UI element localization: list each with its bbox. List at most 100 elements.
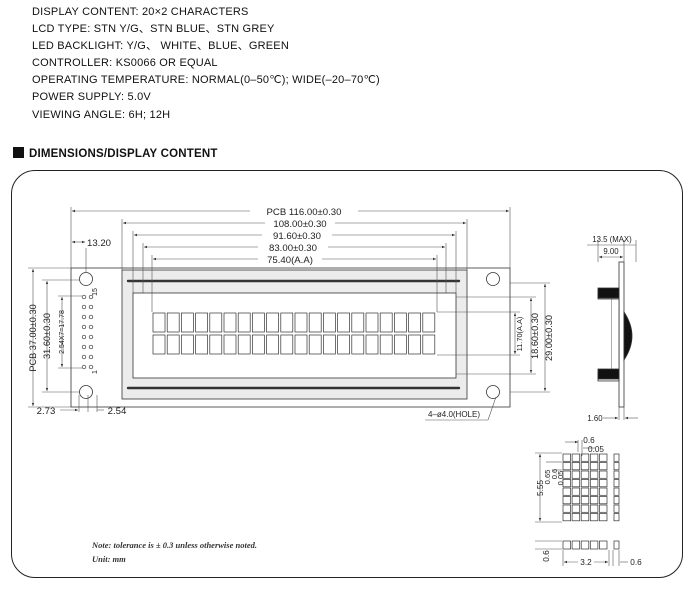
pcb-outline: [70, 267, 511, 408]
character-cell: [394, 334, 407, 355]
pixel-dot: [589, 470, 599, 479]
pixel-dot: [571, 487, 581, 496]
section-heading: DIMENSIONS/DISPLAY CONTENT: [13, 147, 218, 160]
pixel-dot: [580, 513, 590, 522]
pixel-dot: [580, 504, 590, 513]
character-cell: [152, 312, 166, 333]
pin-hole: [88, 334, 94, 340]
character-cell: [323, 334, 336, 355]
pixel-dot: [589, 453, 599, 462]
cursor-dot: [599, 540, 608, 550]
character-cell: [181, 312, 194, 333]
pin-hole: [88, 344, 94, 350]
pixel-dot: [599, 470, 608, 479]
pixel-dot: [580, 453, 590, 462]
character-cell: [308, 312, 322, 333]
character-cell: [237, 334, 251, 355]
side-clip-bottom: [597, 368, 620, 380]
pin-hole: [81, 344, 87, 350]
cursor-dot: [562, 540, 571, 550]
pixel-dot: [613, 462, 620, 471]
connector-pins: [81, 294, 94, 370]
pixel-dot: [562, 453, 571, 462]
character-cell: [195, 312, 208, 333]
pixel-dot: [613, 470, 620, 479]
side-view: [597, 261, 633, 408]
mounting-hole-tl: [79, 272, 93, 286]
pixel-dot: [613, 487, 620, 496]
pixel-dot: [562, 470, 571, 479]
cursor-dot: [613, 540, 620, 550]
label-va-width: 91.60±0.30: [273, 231, 321, 242]
pixel-dot: [599, 479, 608, 488]
character-cell: [252, 312, 265, 333]
label-aa-width: 75.40(A.A): [267, 255, 313, 266]
pin-hole: [88, 314, 94, 320]
pixel-dot: [599, 513, 608, 522]
pixel-dot: [571, 462, 581, 471]
character-cell: [422, 312, 436, 333]
spec-controller: CONTROLLER: KS0066 OR EQUAL: [32, 57, 218, 70]
character-cell: [166, 334, 180, 355]
label-char-gap-right: 0.6: [630, 558, 642, 567]
pin-hole: [88, 364, 94, 370]
pixel-dot: [589, 504, 599, 513]
character-cell: [323, 312, 336, 333]
label-hole-offset: 13.20: [87, 238, 111, 249]
pixel-dot: [589, 462, 599, 471]
spec-lcd-type: LCD TYPE: STN Y/G、STN BLUE、STN GREY: [32, 23, 275, 36]
character-cell: [308, 334, 322, 355]
character-cell: [223, 312, 237, 333]
label-pin-last: 15: [92, 288, 99, 296]
character-cell: [266, 312, 279, 333]
cursor-dot: [589, 540, 599, 550]
mounting-hole-bl: [79, 385, 93, 399]
pixel-dot: [580, 470, 590, 479]
character-cell-grid: [152, 312, 436, 355]
pixel-dot: [571, 453, 581, 462]
character-cell: [252, 334, 265, 355]
pin-hole: [81, 294, 87, 300]
character-cell: [152, 334, 166, 355]
pixel-dot: [589, 513, 599, 522]
label-bezel-width: 108.00±0.30: [273, 219, 326, 230]
character-cell: [422, 334, 436, 355]
square-bullet-icon: [13, 147, 24, 158]
label-char-width: 3.2: [580, 558, 592, 567]
character-cell: [266, 334, 279, 355]
pixel-dot: [562, 496, 571, 505]
label-bezel-height: 29.00±0.30: [544, 315, 554, 361]
pixel-dot: [613, 513, 620, 522]
character-cell: [237, 312, 251, 333]
character-cell: [351, 312, 365, 333]
label-inner-height: 31.60±0.30: [42, 313, 52, 359]
pin-hole: [88, 294, 94, 300]
pixel-dot: [562, 504, 571, 513]
character-cell: [379, 312, 393, 333]
label-side-max: 13.5 (MAX): [592, 235, 632, 244]
label-pcb-width: PCB 116.00±0.30: [267, 207, 342, 218]
character-cell: [280, 334, 294, 355]
pin-hole: [81, 364, 87, 370]
character-cell: [337, 334, 350, 355]
pixel-dot: [599, 453, 608, 462]
character-cell: [365, 312, 379, 333]
spec-display-content: DISPLAY CONTENT: 20×2 CHARACTERS: [32, 6, 249, 18]
character-cell: [181, 334, 194, 355]
label-window-height: 18.60±0.30: [530, 313, 540, 359]
character-cell: [408, 334, 421, 355]
pixel-dot: [571, 496, 581, 505]
label-char-gap-x: 0.6: [583, 436, 595, 445]
character-cell: [379, 334, 393, 355]
character-cell: [337, 312, 350, 333]
label-char-dot-y1: 0.65: [543, 470, 552, 485]
pin-hole: [88, 324, 94, 330]
pixel-dot: [580, 487, 590, 496]
pixel-dot: [599, 504, 608, 513]
character-dot-detail: [562, 453, 620, 550]
pixel-dot: [613, 496, 620, 505]
pixel-dot: [613, 453, 620, 462]
label-hole-spec: 4–ø4.0(HOLE): [428, 410, 480, 419]
spec-viewing-angle: VIEWING ANGLE: 6H; 12H: [32, 108, 171, 121]
